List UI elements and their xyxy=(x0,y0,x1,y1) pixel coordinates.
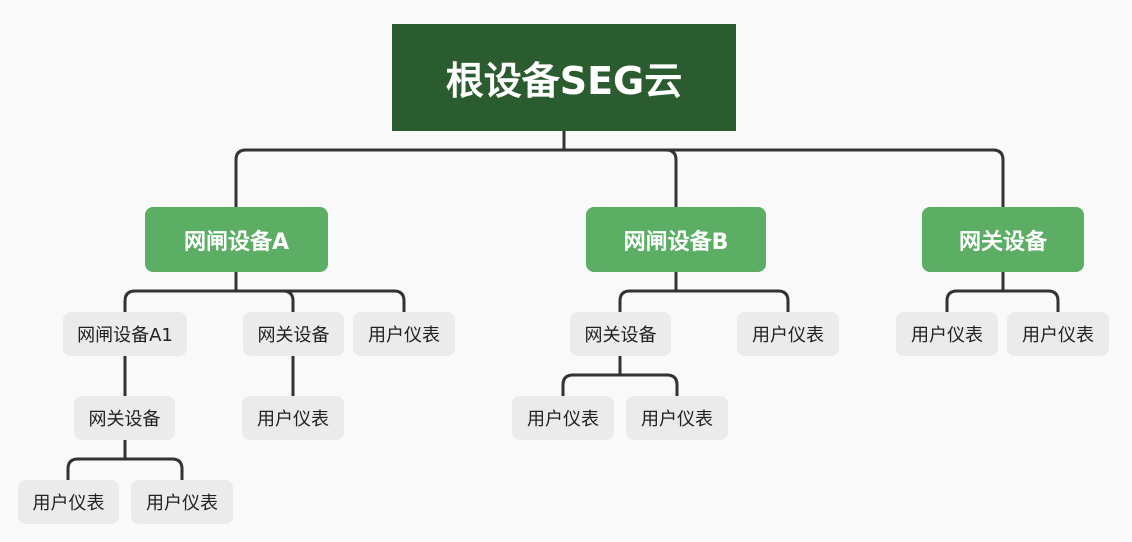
connector-root-a xyxy=(234,148,566,209)
node-a1-meter-2[interactable]: 用户仪表 xyxy=(131,480,233,524)
branch-node-gate-b[interactable]: 网闸设备B xyxy=(586,207,766,272)
connector-b-meter xyxy=(674,289,790,314)
connector-a1gw-meter1 xyxy=(66,457,127,482)
connector-a-a1 xyxy=(123,289,238,314)
node-b-gateway[interactable]: 网关设备 xyxy=(570,312,671,356)
node-gate-a1[interactable]: 网闸设备A1 xyxy=(63,312,187,356)
connector-b-gw xyxy=(618,289,678,314)
node-gw-meter-2[interactable]: 用户仪表 xyxy=(1007,312,1109,356)
node-a-meter[interactable]: 用户仪表 xyxy=(353,312,455,356)
node-b-meter[interactable]: 用户仪表 xyxy=(737,312,839,356)
connector-gw-meter2 xyxy=(1001,289,1060,314)
connector-bgw-meter1 xyxy=(561,373,622,398)
branch-node-gate-a[interactable]: 网闸设备A xyxy=(145,207,328,272)
connector-a-meter xyxy=(234,289,406,314)
node-bgw-meter-1[interactable]: 用户仪表 xyxy=(512,396,614,440)
connector-a1gw-meter2 xyxy=(123,457,184,482)
node-gw-meter-1[interactable]: 用户仪表 xyxy=(896,312,998,356)
connector-root-gw xyxy=(562,148,1005,209)
node-a1-gateway[interactable]: 网关设备 xyxy=(74,396,175,440)
node-a-gateway[interactable]: 网关设备 xyxy=(243,312,344,356)
node-bgw-meter-2[interactable]: 用户仪表 xyxy=(626,396,728,440)
branch-node-gateway[interactable]: 网关设备 xyxy=(922,207,1084,272)
connector-a-gw xyxy=(234,289,295,314)
root-node[interactable]: 根设备SEG云 xyxy=(392,24,736,131)
node-a1-meter-1[interactable]: 用户仪表 xyxy=(18,480,119,524)
connector-bgw-meter2 xyxy=(618,373,679,398)
node-agw-meter[interactable]: 用户仪表 xyxy=(242,396,344,440)
connector-gw-meter1 xyxy=(945,289,1005,314)
connector-root-b xyxy=(562,148,678,209)
